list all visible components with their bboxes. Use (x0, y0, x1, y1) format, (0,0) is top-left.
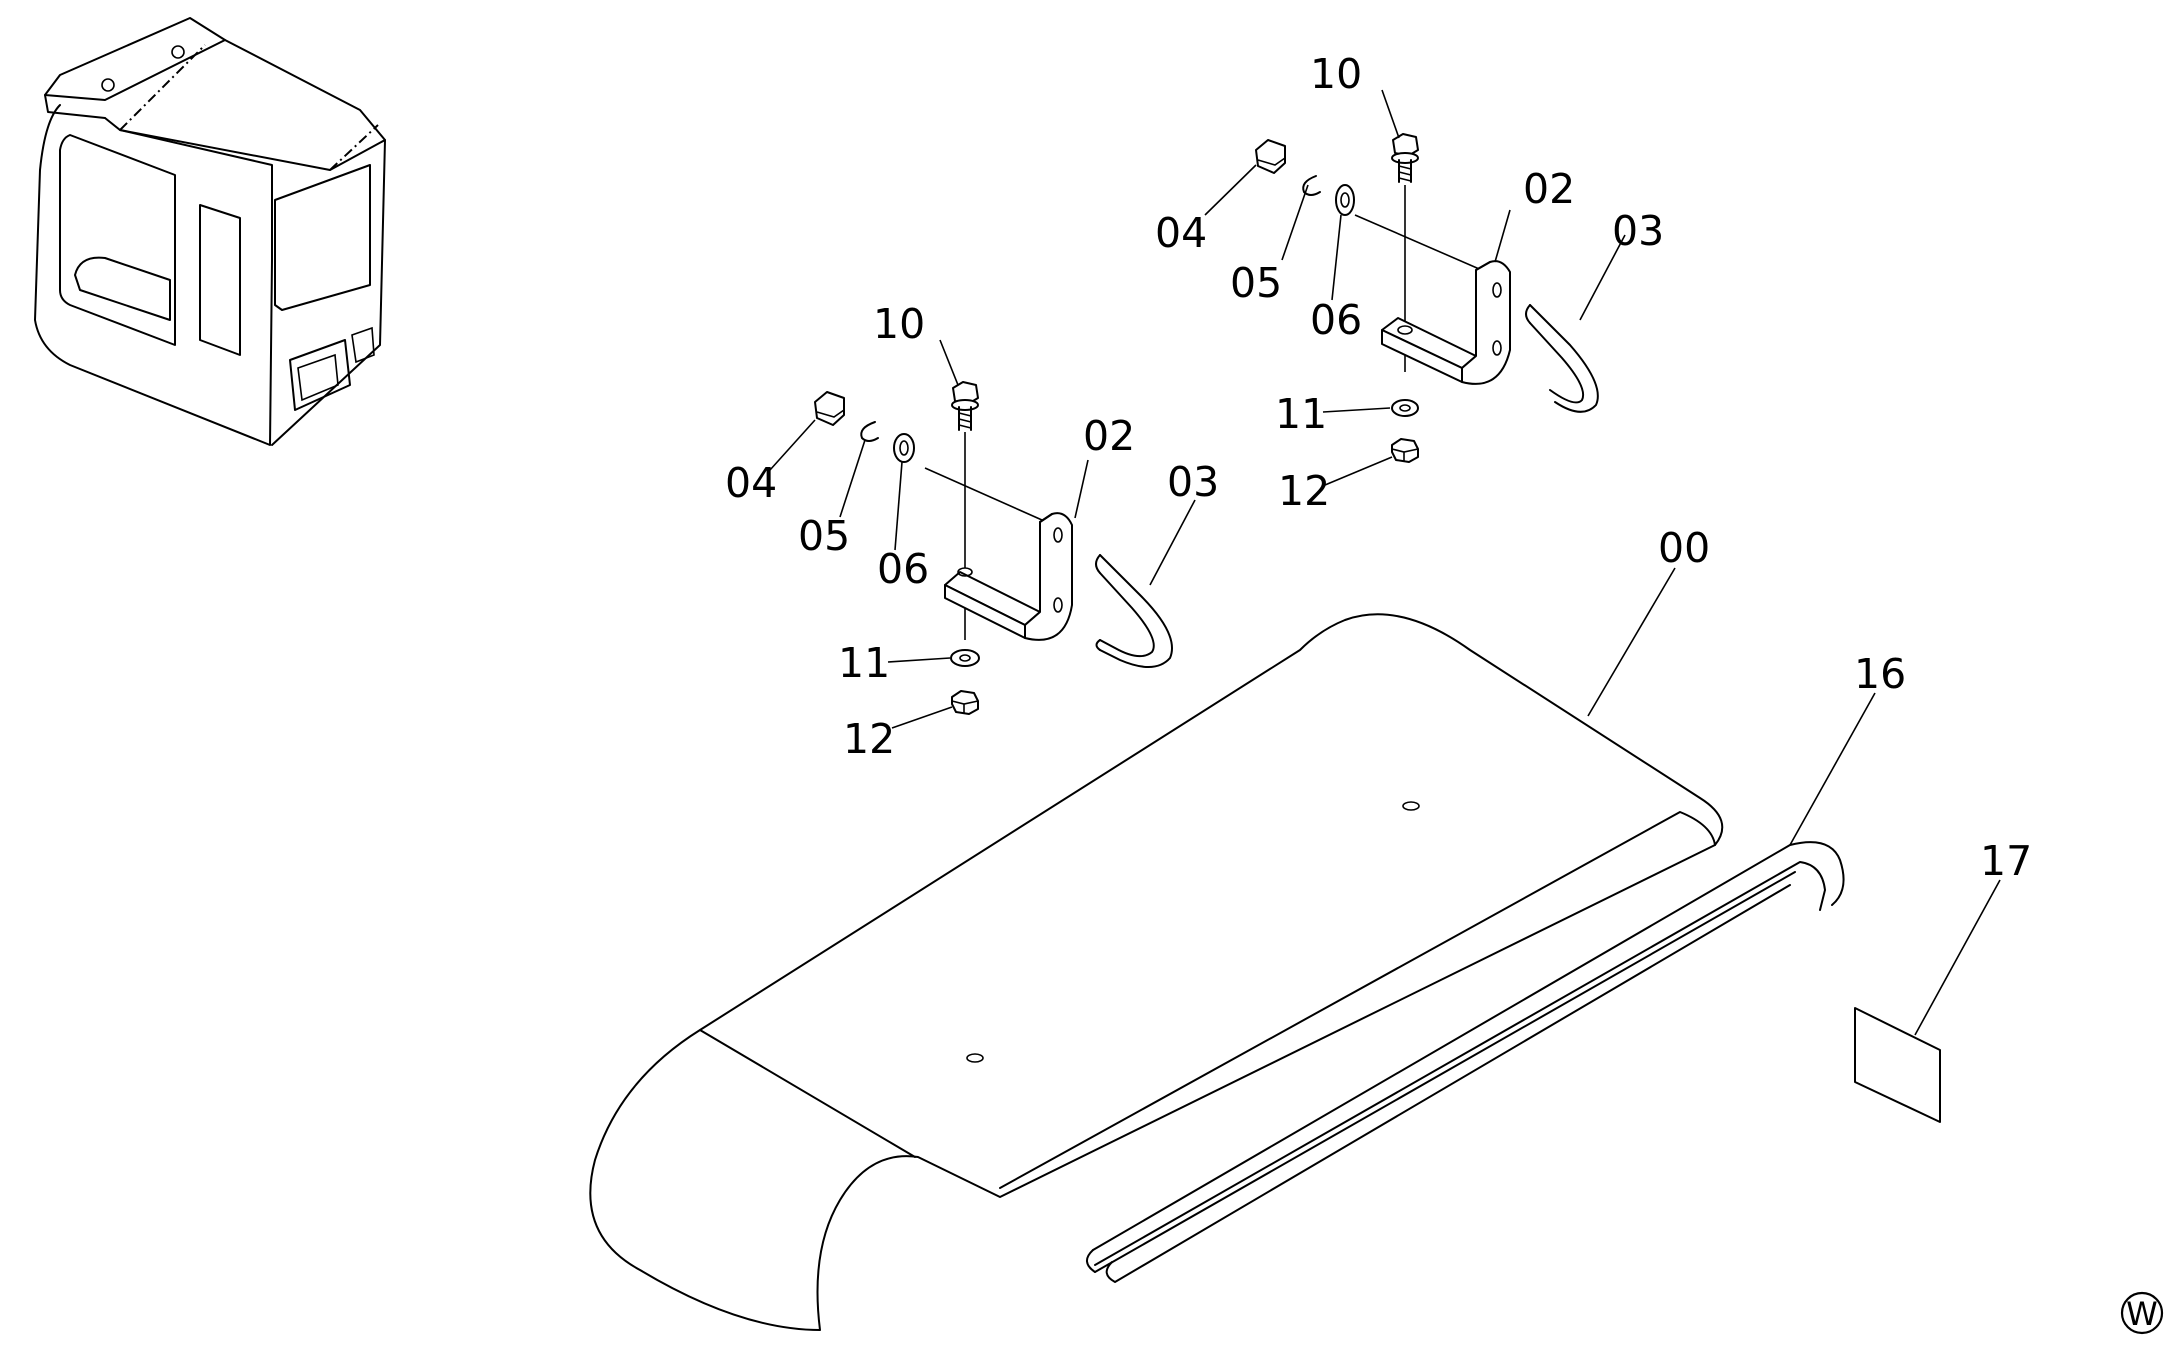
label-02-lower: 02 (1083, 412, 1135, 460)
label-17-plate: 17 (1980, 837, 2032, 885)
label-05-lower: 05 (798, 512, 850, 560)
washer-06-lower (893, 433, 915, 463)
label-06-upper: 06 (1310, 296, 1362, 344)
label-04-upper: 04 (1155, 209, 1207, 257)
label-03-upper: 03 (1612, 207, 1664, 255)
label-10-lower: 10 (873, 300, 925, 348)
label-12-upper: 12 (1278, 467, 1330, 515)
corner-mark-letter: W (2126, 1295, 2158, 1333)
bracket-02-lower (944, 512, 1073, 641)
washer-11-lower (950, 649, 980, 667)
seal-16 (1086, 841, 1845, 1283)
visor-00 (589, 613, 1724, 1331)
cab-illustration (34, 17, 386, 446)
clip-05-lower (860, 421, 879, 442)
nut-12-lower (951, 690, 979, 715)
cap-nut-04-lower (814, 391, 845, 426)
label-02-upper: 02 (1523, 165, 1575, 213)
leader-lines (769, 89, 2001, 1036)
label-00-visor: 00 (1658, 524, 1710, 572)
label-04-lower: 04 (725, 459, 777, 507)
label-12-lower: 12 (843, 715, 895, 763)
callout-labels: 10 04 05 06 02 03 11 12 10 04 05 06 02 0… (725, 50, 2032, 885)
upper-bracket-assembly (1255, 133, 1599, 463)
hook-03-upper (1525, 304, 1599, 413)
cap-nut-04-upper (1255, 139, 1286, 174)
label-16-seal: 16 (1854, 650, 1906, 698)
bracket-02-upper (1381, 260, 1511, 385)
clip-05-upper (1302, 175, 1321, 196)
label-10-upper: 10 (1310, 50, 1362, 98)
label-11-lower: 11 (838, 639, 890, 687)
nut-12-upper (1391, 438, 1419, 463)
label-plate-17 (1854, 1007, 1941, 1123)
washer-06-upper (1335, 184, 1355, 216)
label-11-upper: 11 (1275, 390, 1327, 438)
label-05-upper: 05 (1230, 259, 1282, 307)
label-06-lower: 06 (877, 545, 929, 593)
bolt-10-lower (951, 381, 979, 431)
washer-11-upper (1391, 399, 1419, 417)
hook-03-lower (1095, 554, 1173, 668)
label-03-lower: 03 (1167, 458, 1219, 506)
lower-bracket-assembly (814, 381, 1173, 715)
corner-mark: W (2120, 1291, 2164, 1335)
bolt-10-upper (1391, 133, 1419, 183)
